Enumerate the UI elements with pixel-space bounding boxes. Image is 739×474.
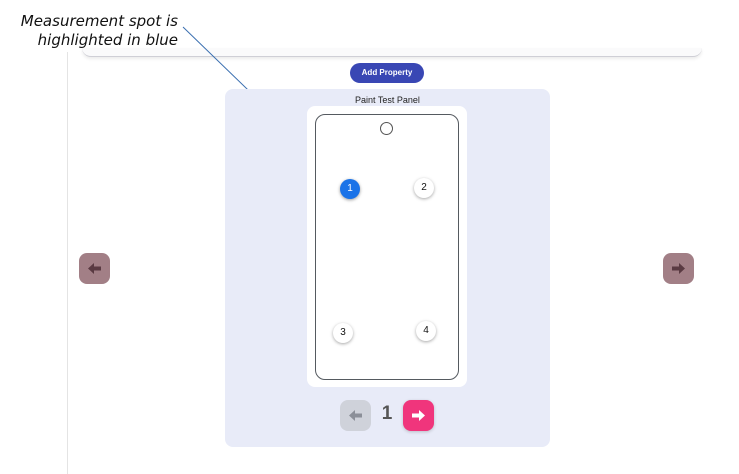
measurement-spot-3[interactable]: 3 [333, 323, 353, 343]
measurement-spot-2[interactable]: 2 [414, 178, 434, 198]
header-strip [82, 48, 702, 57]
next-item-button[interactable] [663, 253, 694, 284]
annotation-line-1: Measurement spot is [20, 12, 178, 30]
pager-previous-button[interactable] [340, 400, 371, 431]
pager-next-button[interactable] [403, 400, 434, 431]
measurement-spot-4[interactable]: 4 [416, 321, 436, 341]
panel-title: Paint Test Panel [355, 95, 420, 105]
measurement-spot-1[interactable]: 1 [340, 179, 360, 199]
panel-hole-icon [380, 122, 393, 135]
annotation-callout: Measurement spot is highlighted in blue [10, 12, 178, 50]
app-frame [67, 52, 739, 474]
add-property-button[interactable]: Add Property [350, 63, 424, 83]
arrow-right-icon [412, 410, 425, 421]
arrow-right-icon [672, 263, 685, 274]
arrow-left-icon [88, 263, 101, 274]
previous-item-button[interactable] [79, 253, 110, 284]
page-number: 1 [381, 403, 393, 424]
annotation-line-2: highlighted in blue [37, 31, 178, 49]
arrow-left-icon [349, 410, 362, 421]
